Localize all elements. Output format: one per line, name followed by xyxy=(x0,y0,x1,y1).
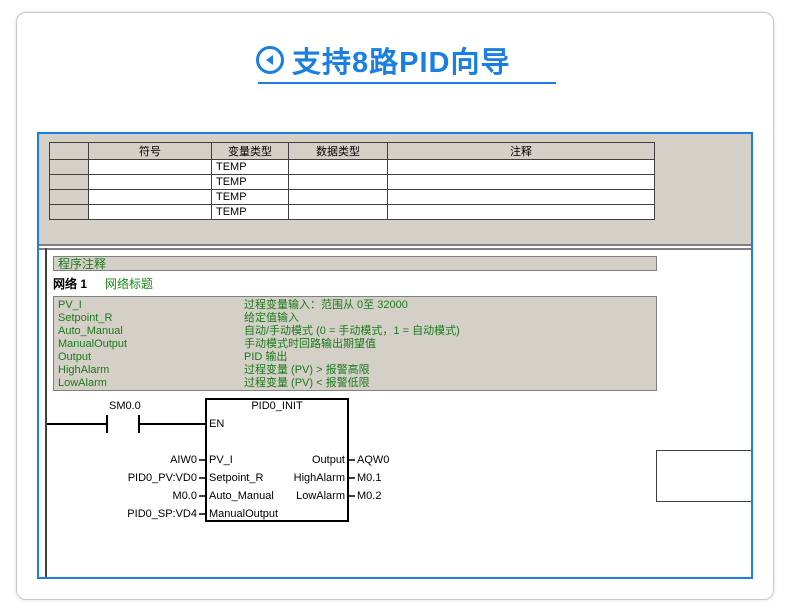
circle-arrow-left-icon xyxy=(256,46,284,74)
data-type-cell[interactable] xyxy=(288,204,388,220)
table-row[interactable]: TEMP xyxy=(49,159,655,175)
comment-value: 手动模式时回路输出期望值 xyxy=(244,338,376,350)
comment-line: Auto_Manual 自动/手动模式 (0 = 手动模式，1 = 自动模式) xyxy=(58,325,460,338)
software-screenshot: 符号 变量类型 数据类型 注释 TEMP TEMP xyxy=(37,132,753,579)
operand-pid0-pv[interactable]: PID0_PV:VD0 xyxy=(127,472,197,484)
operand-m0-1[interactable]: M0.1 xyxy=(357,472,382,484)
row-header[interactable] xyxy=(49,159,89,175)
pin-setpoint-r: Setpoint_R xyxy=(209,472,264,484)
network-label: 网络 1 xyxy=(53,277,88,291)
pin-high-alarm: HighAlarm xyxy=(293,472,345,484)
comment-line: HighAlarm 过程变量 (PV) > 报警高限 xyxy=(58,364,370,377)
heading-underline xyxy=(258,82,556,84)
editor-top-border xyxy=(39,248,751,250)
operand-aqw0[interactable]: AQW0 xyxy=(357,454,390,466)
ladder-power-rail xyxy=(45,248,47,577)
overlay-panel-edge xyxy=(656,450,751,502)
operand-pid0-sp[interactable]: PID0_SP:VD4 xyxy=(127,508,197,520)
comment-key: LowAlarm xyxy=(58,377,107,389)
var-type-cell[interactable]: TEMP xyxy=(211,189,289,205)
network-title[interactable]: 网络标题 xyxy=(105,277,154,291)
symbol-cell[interactable] xyxy=(88,204,212,220)
var-type-cell[interactable]: TEMP xyxy=(211,174,289,190)
comment-key: Output xyxy=(58,351,92,363)
pin-low-alarm: LowAlarm xyxy=(296,490,345,502)
row-header[interactable] xyxy=(49,189,89,205)
operand-aiw0[interactable]: AIW0 xyxy=(170,454,197,466)
pin-pv-i: PV_I xyxy=(209,454,233,466)
symbol-cell[interactable] xyxy=(88,159,212,175)
comment-value: 给定值输入 xyxy=(244,312,299,324)
comment-key: ManualOutput xyxy=(58,338,128,350)
comment-key: Auto_Manual xyxy=(58,325,123,337)
operand-m0-0[interactable]: M0.0 xyxy=(172,490,197,502)
symbol-cell[interactable] xyxy=(88,189,212,205)
var-type-cell[interactable]: TEMP xyxy=(211,159,289,175)
variable-table-pane: 符号 变量类型 数据类型 注释 TEMP TEMP xyxy=(39,134,751,246)
var-type-cell[interactable]: TEMP xyxy=(211,204,289,220)
row-header-corner xyxy=(49,142,89,160)
comment-value: 过程变量输入：范围从 0至 32000 xyxy=(244,299,408,311)
comment-cell[interactable] xyxy=(387,159,655,175)
network-header[interactable]: 网络 1 网络标题 xyxy=(53,276,153,292)
ladder-rung xyxy=(47,415,355,515)
comment-key: Setpoint_R xyxy=(58,312,113,324)
comment-line: LowAlarm 过程变量 (PV) < 报警低限 xyxy=(58,377,370,390)
comment-line: ManualOutput 手动模式时回路输出期望值 xyxy=(58,338,376,351)
block-name: PID0_INIT xyxy=(251,400,303,412)
comment-key: PV_I xyxy=(58,299,82,311)
table-row[interactable]: TEMP xyxy=(49,204,655,220)
comment-value: 自动/手动模式 (0 = 手动模式，1 = 自动模式) xyxy=(244,325,460,337)
pin-output: Output xyxy=(311,454,345,466)
col-header-data-type: 数据类型 xyxy=(288,142,388,160)
col-header-var-type: 变量类型 xyxy=(211,142,289,160)
table-row[interactable]: TEMP xyxy=(49,189,655,205)
operand-m0-2[interactable]: M0.2 xyxy=(357,490,382,502)
col-header-symbol: 符号 xyxy=(88,142,212,160)
comment-value: 过程变量 (PV) < 报警低限 xyxy=(244,377,370,389)
symbol-cell[interactable] xyxy=(88,174,212,190)
data-type-cell[interactable] xyxy=(288,174,388,190)
comment-line: Output PID 输出 xyxy=(58,351,287,364)
comment-cell[interactable] xyxy=(387,174,655,190)
data-type-cell[interactable] xyxy=(288,159,388,175)
comment-line: Setpoint_R 给定值输入 xyxy=(58,312,299,325)
comment-cell[interactable] xyxy=(387,204,655,220)
ladder-editor[interactable]: 程序注释 网络 1 网络标题 PV_I 过程变量输入：范围从 0至 32000 Se… xyxy=(39,248,751,577)
pid-init-block[interactable] xyxy=(205,398,349,522)
table-row[interactable]: TEMP xyxy=(49,174,655,190)
comment-value: 过程变量 (PV) > 报警高限 xyxy=(244,364,370,376)
data-type-cell[interactable] xyxy=(288,189,388,205)
pin-en: EN xyxy=(209,418,225,430)
contact-label[interactable]: SM0.0 xyxy=(109,400,141,412)
page-heading: 支持8路PID向导 xyxy=(256,42,511,79)
variable-table: 符号 变量类型 数据类型 注释 TEMP TEMP xyxy=(49,142,655,220)
comment-key: HighAlarm xyxy=(58,364,110,376)
comment-line: PV_I 过程变量输入：范围从 0至 32000 xyxy=(58,299,408,312)
col-header-comment: 注释 xyxy=(387,142,655,160)
comment-value: PID 输出 xyxy=(244,351,288,363)
heading-text: 支持8路PID向导 xyxy=(292,47,511,79)
comment-cell[interactable] xyxy=(387,189,655,205)
row-header[interactable] xyxy=(49,204,89,220)
row-header[interactable] xyxy=(49,174,89,190)
program-comment[interactable]: 程序注释 xyxy=(53,256,657,271)
pin-manual-output: ManualOutput xyxy=(209,508,279,520)
pin-auto-manual: Auto_Manual xyxy=(209,490,274,502)
